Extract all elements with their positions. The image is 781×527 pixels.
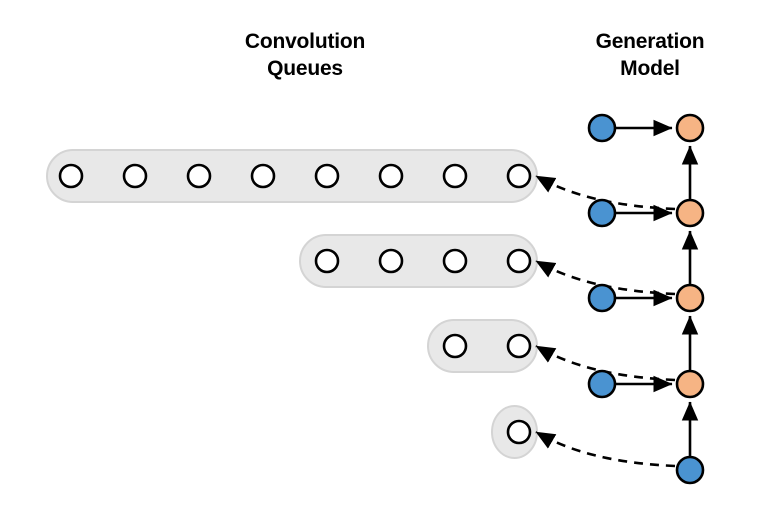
queue-1-slot-2 bbox=[442, 248, 468, 274]
input-node-row-0 bbox=[587, 113, 617, 143]
queue-0-slot-7 bbox=[506, 163, 532, 189]
queue-1-slot-3 bbox=[506, 248, 532, 274]
output-node-row-3 bbox=[675, 369, 705, 399]
generation-model-title: Generation Model bbox=[595, 30, 705, 80]
queue-0-slot-5 bbox=[378, 163, 404, 189]
queue-0-slot-2 bbox=[186, 163, 212, 189]
input-node-row-1 bbox=[587, 198, 617, 228]
dashed-feedback-arrow-4 bbox=[535, 430, 676, 468]
convolution-queues-group bbox=[46, 149, 538, 459]
generation-model-edges bbox=[535, 119, 699, 468]
dashed-feedback-arrow-3 bbox=[535, 344, 676, 382]
output-node-row-1 bbox=[675, 198, 705, 228]
queue-1-slot-0 bbox=[314, 248, 340, 274]
queue-0-slot-6 bbox=[442, 163, 468, 189]
dashed-feedback-arrow-2 bbox=[535, 259, 676, 296]
queue-0-slot-0 bbox=[58, 163, 84, 189]
queue-2-slot-1 bbox=[506, 333, 532, 359]
queue-0-slot-4 bbox=[314, 163, 340, 189]
queue-2-slot-0 bbox=[442, 333, 468, 359]
queue-0-slot-3 bbox=[250, 163, 276, 189]
queue-1-slot-1 bbox=[378, 248, 404, 274]
output-node-row-4 bbox=[675, 455, 705, 485]
generation-model-nodes bbox=[587, 113, 705, 485]
output-node-row-0 bbox=[675, 113, 705, 143]
dashed-feedback-arrow-1 bbox=[535, 174, 676, 211]
queue-3-slot-0 bbox=[506, 419, 532, 445]
output-node-row-2 bbox=[675, 283, 705, 313]
queue-0-slot-1 bbox=[122, 163, 148, 189]
input-node-row-2 bbox=[587, 283, 617, 313]
convolution-queues-title: Convolution Queues bbox=[244, 30, 366, 80]
input-node-row-3 bbox=[587, 369, 617, 399]
